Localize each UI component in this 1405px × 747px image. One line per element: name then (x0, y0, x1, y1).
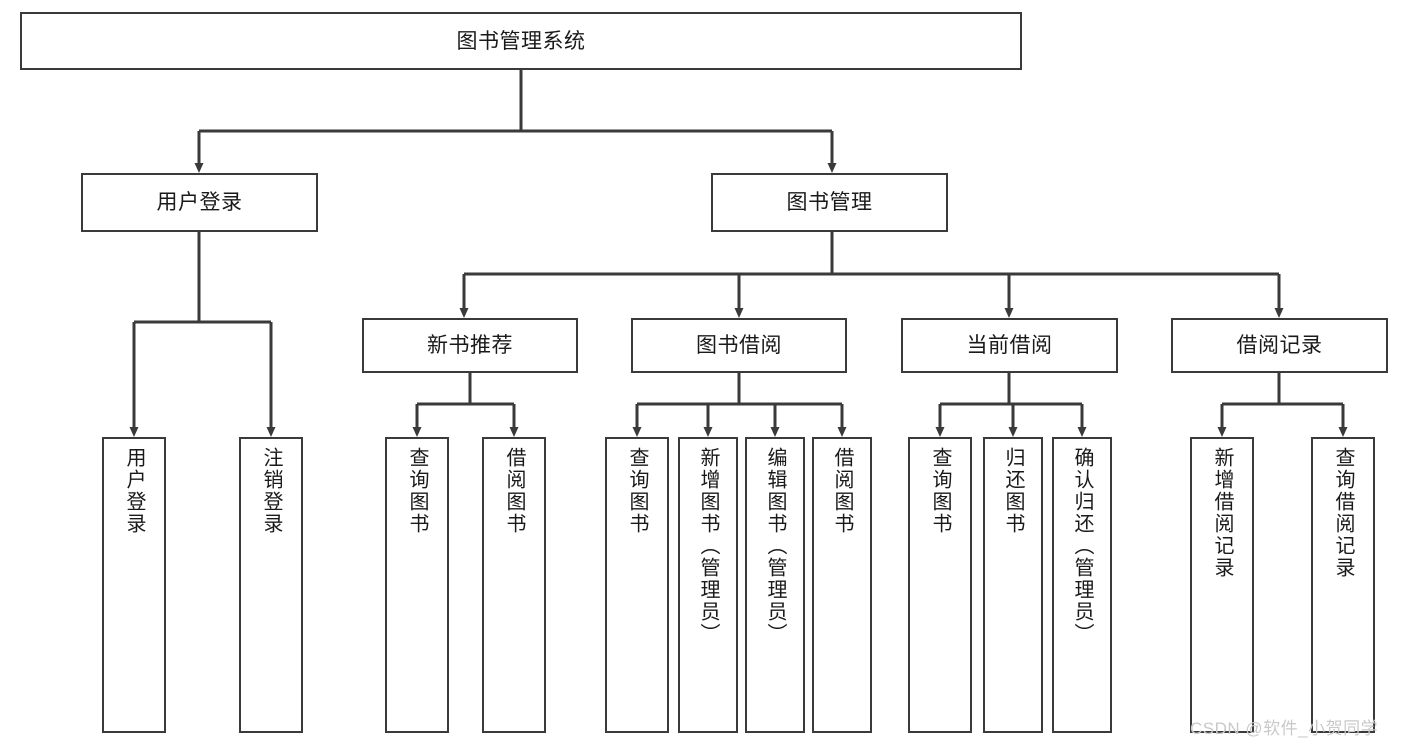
node-book-manage-label: 图书管理 (786, 191, 873, 214)
node-new-book-recommend[interactable]: 新书推荐 (362, 318, 578, 373)
node-root-label: 图书管理系统 (456, 29, 586, 53)
node-user-login-label: 用户登录 (156, 191, 243, 214)
node-book-manage[interactable]: 图书管理 (711, 173, 948, 232)
node-leaf-return-book-label: 归还图书 (1002, 447, 1024, 535)
node-leaf-query-book-borrow-label: 查询图书 (626, 447, 648, 535)
node-leaf-borrow-book-label: 借阅图书 (831, 447, 853, 535)
node-leaf-borrow-book-rec-label: 借阅图书 (503, 447, 525, 535)
node-borrow-record[interactable]: 借阅记录 (1171, 318, 1388, 373)
node-leaf-query-book-rec-label: 查询图书 (406, 447, 428, 535)
node-leaf-edit-book-label: 编辑图书（管理员） (764, 447, 786, 645)
node-current-borrow-label: 当前借阅 (966, 334, 1053, 357)
node-leaf-query-book-cur[interactable]: 查询图书 (908, 437, 972, 733)
node-leaf-logout[interactable]: 注销登录 (239, 437, 303, 733)
node-book-borrow[interactable]: 图书借阅 (631, 318, 847, 373)
node-leaf-query-record[interactable]: 查询借阅记录 (1311, 437, 1375, 733)
node-leaf-query-book-rec[interactable]: 查询图书 (385, 437, 449, 733)
node-leaf-user-login-label: 用户登录 (123, 447, 145, 535)
node-leaf-return-book[interactable]: 归还图书 (983, 437, 1043, 733)
node-leaf-edit-book[interactable]: 编辑图书（管理员） (745, 437, 805, 733)
node-leaf-logout-label: 注销登录 (260, 447, 282, 535)
node-leaf-add-book-label: 新增图书（管理员） (697, 447, 719, 645)
node-leaf-confirm-return-label: 确认归还（管理员） (1071, 447, 1093, 645)
node-borrow-record-label: 借阅记录 (1236, 334, 1323, 357)
csdn-watermark: CSDN @软件_小贺同学 (1190, 719, 1379, 738)
node-leaf-query-book-borrow[interactable]: 查询图书 (605, 437, 669, 733)
node-current-borrow[interactable]: 当前借阅 (901, 318, 1118, 373)
node-leaf-add-book[interactable]: 新增图书（管理员） (678, 437, 738, 733)
node-leaf-query-book-cur-label: 查询图书 (929, 447, 951, 535)
node-leaf-add-record-label: 新增借阅记录 (1211, 447, 1233, 579)
node-leaf-query-record-label: 查询借阅记录 (1332, 447, 1354, 579)
node-leaf-user-login[interactable]: 用户登录 (102, 437, 166, 733)
node-leaf-add-record[interactable]: 新增借阅记录 (1190, 437, 1254, 733)
node-user-login[interactable]: 用户登录 (81, 173, 318, 232)
node-leaf-borrow-book[interactable]: 借阅图书 (812, 437, 872, 733)
node-book-borrow-label: 图书借阅 (696, 334, 782, 357)
node-leaf-borrow-book-rec[interactable]: 借阅图书 (482, 437, 546, 733)
node-new-book-recommend-label: 新书推荐 (427, 334, 513, 357)
node-leaf-confirm-return[interactable]: 确认归还（管理员） (1052, 437, 1112, 733)
node-root[interactable]: 图书管理系统 (20, 12, 1022, 70)
